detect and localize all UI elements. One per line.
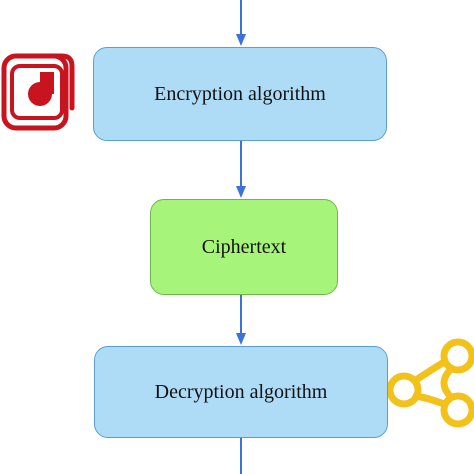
gold-knot-icon: [388, 338, 474, 428]
ciphertext-label: Ciphertext: [201, 235, 287, 258]
red-square-badge-icon: [1, 53, 75, 131]
decryption-algorithm-node: Decryption algorithm: [94, 346, 388, 438]
decryption-algorithm-label: Decryption algorithm: [154, 380, 328, 403]
encryption-algorithm-node: Encryption algorithm: [93, 47, 387, 141]
encryption-algorithm-label: Encryption algorithm: [154, 82, 326, 105]
ciphertext-node: Ciphertext: [150, 199, 338, 295]
